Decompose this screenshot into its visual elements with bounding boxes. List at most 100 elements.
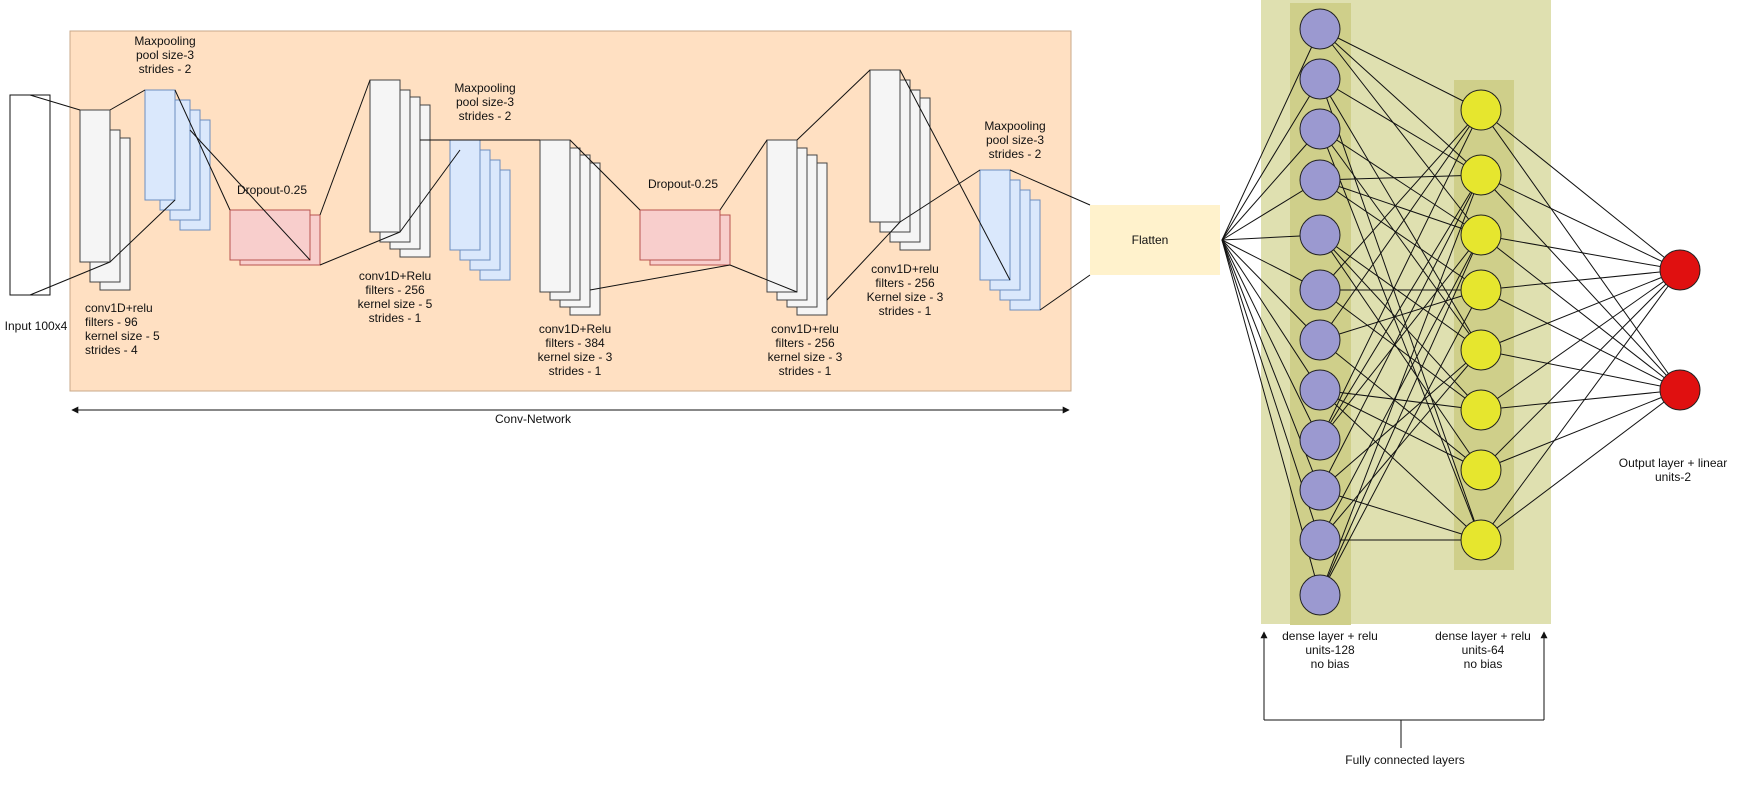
dense64-to-output-wire [1480, 269, 1681, 471]
dense128-node [1299, 108, 1341, 150]
svg-text:units-2: units-2 [1655, 470, 1691, 484]
dense128-to-dense64-wire [1319, 78, 1482, 176]
conv-projection-lines [29, 69, 1091, 311]
dense128-node [1299, 269, 1341, 311]
flatten-label: Flatten [1132, 233, 1169, 247]
svg-text:kernel size - 5: kernel size - 5 [358, 297, 433, 311]
dense-nodes [1299, 8, 1701, 616]
dense64-to-output-wire [1480, 174, 1681, 391]
conv5-feature-maps [869, 69, 931, 251]
dense64-node [1460, 154, 1502, 196]
dense64-to-output-wire [1480, 234, 1681, 391]
dense64-node [1460, 329, 1502, 371]
conv-network-label: Conv-Network [495, 412, 572, 426]
pool1-feature-maps [144, 89, 211, 231]
dense128-to-dense64-wire [1319, 234, 1482, 541]
dense128-node [1299, 469, 1341, 511]
dense128-to-dense64-wire [1319, 28, 1482, 236]
dense128-to-dense64-wire [1319, 28, 1482, 176]
output-node [1659, 369, 1701, 411]
dropout1-label: Dropout-0.25 [237, 183, 307, 197]
dense128-node [1299, 159, 1341, 201]
svg-text:strides - 4: strides - 4 [85, 343, 138, 357]
pool3-feature-maps [979, 169, 1041, 311]
dropout2-block [639, 209, 731, 266]
input-label: Input 100x4 [5, 319, 68, 333]
dense64-to-output-wire [1480, 389, 1681, 411]
svg-text:strides - 2: strides - 2 [139, 62, 192, 76]
svg-text:conv1D+Relu: conv1D+Relu [539, 322, 611, 336]
flatten-to-dense128-wire [1221, 239, 1321, 441]
dense128-to-dense64-wire [1319, 128, 1482, 541]
flatten-to-dense128-wire [1221, 128, 1321, 241]
pool2-label: Maxpooling pool size-3 strides - 2 [454, 81, 515, 123]
dense128-to-dense64-wire [1319, 179, 1482, 236]
flatten-to-dense128-wire [1221, 239, 1321, 341]
dense64-to-output-wire [1480, 389, 1681, 471]
dense128-to-dense64-wire [1319, 389, 1482, 411]
pool1-label: Maxpooling pool size-3 strides - 2 [134, 34, 195, 76]
output-layer-label: Output layer + linear units-2 [1619, 456, 1727, 484]
dense64-to-output-wire [1480, 109, 1681, 391]
dense128-node [1299, 214, 1341, 256]
conv1-label: conv1D+relu filters - 96 kernel size - 5… [85, 301, 160, 357]
dense64-node [1460, 214, 1502, 256]
svg-text:strides - 2: strides - 2 [989, 147, 1042, 161]
dense128-to-dense64-wire [1319, 339, 1482, 471]
svg-text:units-128: units-128 [1305, 643, 1355, 657]
dense128-node [1299, 519, 1341, 561]
svg-text:no bias: no bias [1464, 657, 1503, 671]
svg-text:Kernel size - 3: Kernel size - 3 [867, 290, 944, 304]
dense64-to-output-wire [1480, 269, 1681, 541]
svg-text:strides - 1: strides - 1 [549, 364, 602, 378]
dense128-to-dense64-wire [1319, 234, 1482, 471]
conv3-label: conv1D+Relu filters - 384 kernel size - … [538, 322, 613, 378]
svg-text:strides - 1: strides - 1 [779, 364, 832, 378]
dense128-to-dense64-wire [1319, 489, 1482, 541]
dense128-to-dense64-wire [1319, 179, 1482, 291]
dense128-node [1299, 419, 1341, 461]
svg-text:kernel size - 3: kernel size - 3 [538, 350, 613, 364]
dense64-node [1460, 269, 1502, 311]
pool3-label: Maxpooling pool size-3 strides - 2 [984, 119, 1045, 161]
dense128-to-dense64-wire [1319, 78, 1482, 541]
dense128-to-dense64-wire [1319, 289, 1482, 596]
dense128-to-dense64-wire [1319, 109, 1482, 341]
dense64-node [1460, 519, 1502, 561]
svg-text:filters - 384: filters - 384 [545, 336, 605, 350]
fully-connected-label: Fully connected layers [1345, 753, 1464, 767]
svg-text:strides - 1: strides - 1 [369, 311, 422, 325]
dense128-node [1299, 369, 1341, 411]
dense128-to-dense64-wire [1319, 234, 1482, 351]
svg-text:no bias: no bias [1311, 657, 1350, 671]
svg-text:strides - 2: strides - 2 [459, 109, 512, 123]
dense64-to-output-wire [1480, 269, 1681, 411]
conv2-feature-maps [369, 79, 431, 258]
dropout2-label: Dropout-0.25 [648, 177, 718, 191]
svg-text:conv1D+relu: conv1D+relu [85, 301, 153, 315]
dense128-node [1299, 58, 1341, 100]
flatten-block [1090, 205, 1220, 275]
svg-text:conv1D+relu: conv1D+relu [871, 262, 939, 276]
svg-text:Maxpooling: Maxpooling [984, 119, 1045, 133]
dense64-to-output-wire [1480, 109, 1681, 271]
dense64-to-output-wire [1480, 234, 1681, 271]
dense128-to-dense64-wire [1319, 109, 1482, 441]
dense128-node [1299, 574, 1341, 616]
dense128-to-dense64-wire [1319, 28, 1482, 111]
conv5-label: conv1D+relu filters - 256 Kernel size - … [867, 262, 944, 318]
conv3-feature-maps [539, 139, 601, 316]
svg-text:pool size-3: pool size-3 [456, 95, 514, 109]
dense64-node [1460, 449, 1502, 491]
svg-text:filters - 96: filters - 96 [85, 315, 138, 329]
svg-text:Maxpooling: Maxpooling [134, 34, 195, 48]
dense128-to-dense64-wire [1319, 234, 1482, 441]
svg-text:pool size-3: pool size-3 [136, 48, 194, 62]
svg-text:filters - 256: filters - 256 [775, 336, 835, 350]
svg-text:Output layer + linear: Output layer + linear [1619, 456, 1727, 470]
conv4-label: conv1D+relu filters - 256 kernel size - … [768, 322, 843, 378]
dense64-to-output-wire [1480, 269, 1681, 291]
dense128-to-dense64-wire [1319, 234, 1482, 411]
dense128-to-dense64-wire [1319, 234, 1482, 596]
